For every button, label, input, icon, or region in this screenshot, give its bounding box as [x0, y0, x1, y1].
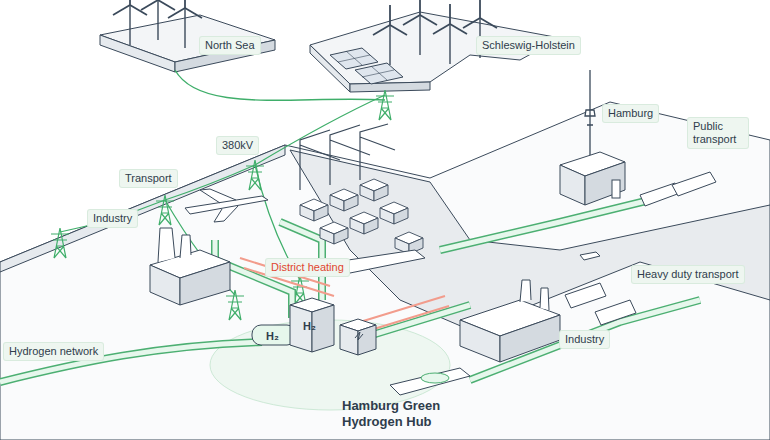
converter-wall — [358, 325, 376, 355]
hydrogen-tank — [252, 325, 296, 345]
wind-turbine — [141, 0, 175, 40]
wind-turbine — [373, 5, 407, 65]
container-box — [330, 189, 358, 211]
heating-pipe — [240, 258, 449, 332]
hydrogen-pipes — [0, 200, 700, 382]
platform-side — [175, 40, 275, 72]
pylon — [51, 228, 69, 258]
callout-text: Transport — [125, 172, 172, 185]
callout-box: Hydrogen network — [4, 343, 103, 360]
barge-tank — [421, 373, 449, 383]
container-box — [360, 179, 388, 201]
power-cable — [175, 70, 385, 100]
callout-box: Public transport — [688, 118, 748, 148]
callout-text: Schleswig-Holstein — [482, 39, 575, 52]
container-box — [380, 202, 408, 224]
callout-text: Public transport — [693, 120, 743, 146]
container-box — [300, 199, 328, 221]
callout-box: Heavy duty transport — [632, 266, 744, 283]
callout-text: Industry — [565, 333, 604, 346]
converter-wall — [340, 325, 358, 355]
callout-box: North Sea — [200, 37, 260, 54]
chimney — [158, 228, 191, 262]
callout-box: 380kV — [217, 137, 258, 154]
callout-box: Hamburg — [603, 105, 658, 122]
fuel-pump — [612, 180, 620, 198]
tank-label: H₂ — [266, 329, 279, 343]
callout-box: Schleswig-Holstein — [477, 37, 580, 54]
pylon — [226, 290, 244, 320]
pylon — [156, 195, 174, 225]
callout-box: Industry — [88, 210, 137, 227]
callout-box: Industry — [560, 331, 609, 348]
building-wall — [560, 165, 585, 205]
factory-wall — [460, 320, 500, 362]
callout-box: Transport — [120, 170, 177, 187]
power-line — [60, 95, 385, 232]
wind-turbine — [403, 0, 437, 55]
land — [0, 102, 770, 440]
panel-grid — [338, 51, 394, 80]
container-box — [350, 212, 378, 234]
container-box — [320, 222, 348, 244]
airplane — [185, 189, 268, 222]
factory-wall — [150, 265, 180, 305]
wind-turbine — [113, 0, 147, 45]
factory-wall — [500, 315, 560, 362]
callout-text: North Sea — [205, 39, 255, 52]
pipe-outline — [0, 200, 700, 382]
truck — [565, 283, 606, 308]
port-crane — [300, 124, 395, 190]
bus — [672, 172, 716, 196]
factory-wall — [180, 262, 230, 305]
callout-box: District heating — [266, 259, 349, 276]
truck — [595, 300, 636, 325]
tank-label: H₂ — [303, 319, 316, 333]
boat — [580, 252, 600, 260]
land-edge — [350, 82, 430, 92]
pylon — [246, 160, 264, 190]
callout-text: 380kV — [222, 139, 253, 152]
power-symbol — [355, 332, 363, 340]
wind-turbine — [168, 0, 202, 48]
chimney — [520, 280, 549, 310]
callout-text: Hamburg — [608, 107, 653, 120]
hub-title: Hamburg Green Hydrogen Hub — [342, 398, 454, 430]
callout-text: District heating — [271, 261, 344, 274]
platform-side — [100, 35, 175, 72]
pylon — [376, 90, 394, 120]
building-wall — [585, 162, 625, 205]
callout-text: Industry — [93, 212, 132, 225]
pipe-fill — [0, 200, 700, 382]
callout-text: Heavy duty transport — [637, 268, 739, 281]
barge — [390, 368, 470, 395]
tv-tower — [585, 70, 595, 160]
callout-text: Hydrogen network — [9, 345, 98, 358]
wind-turbine — [433, 4, 467, 64]
